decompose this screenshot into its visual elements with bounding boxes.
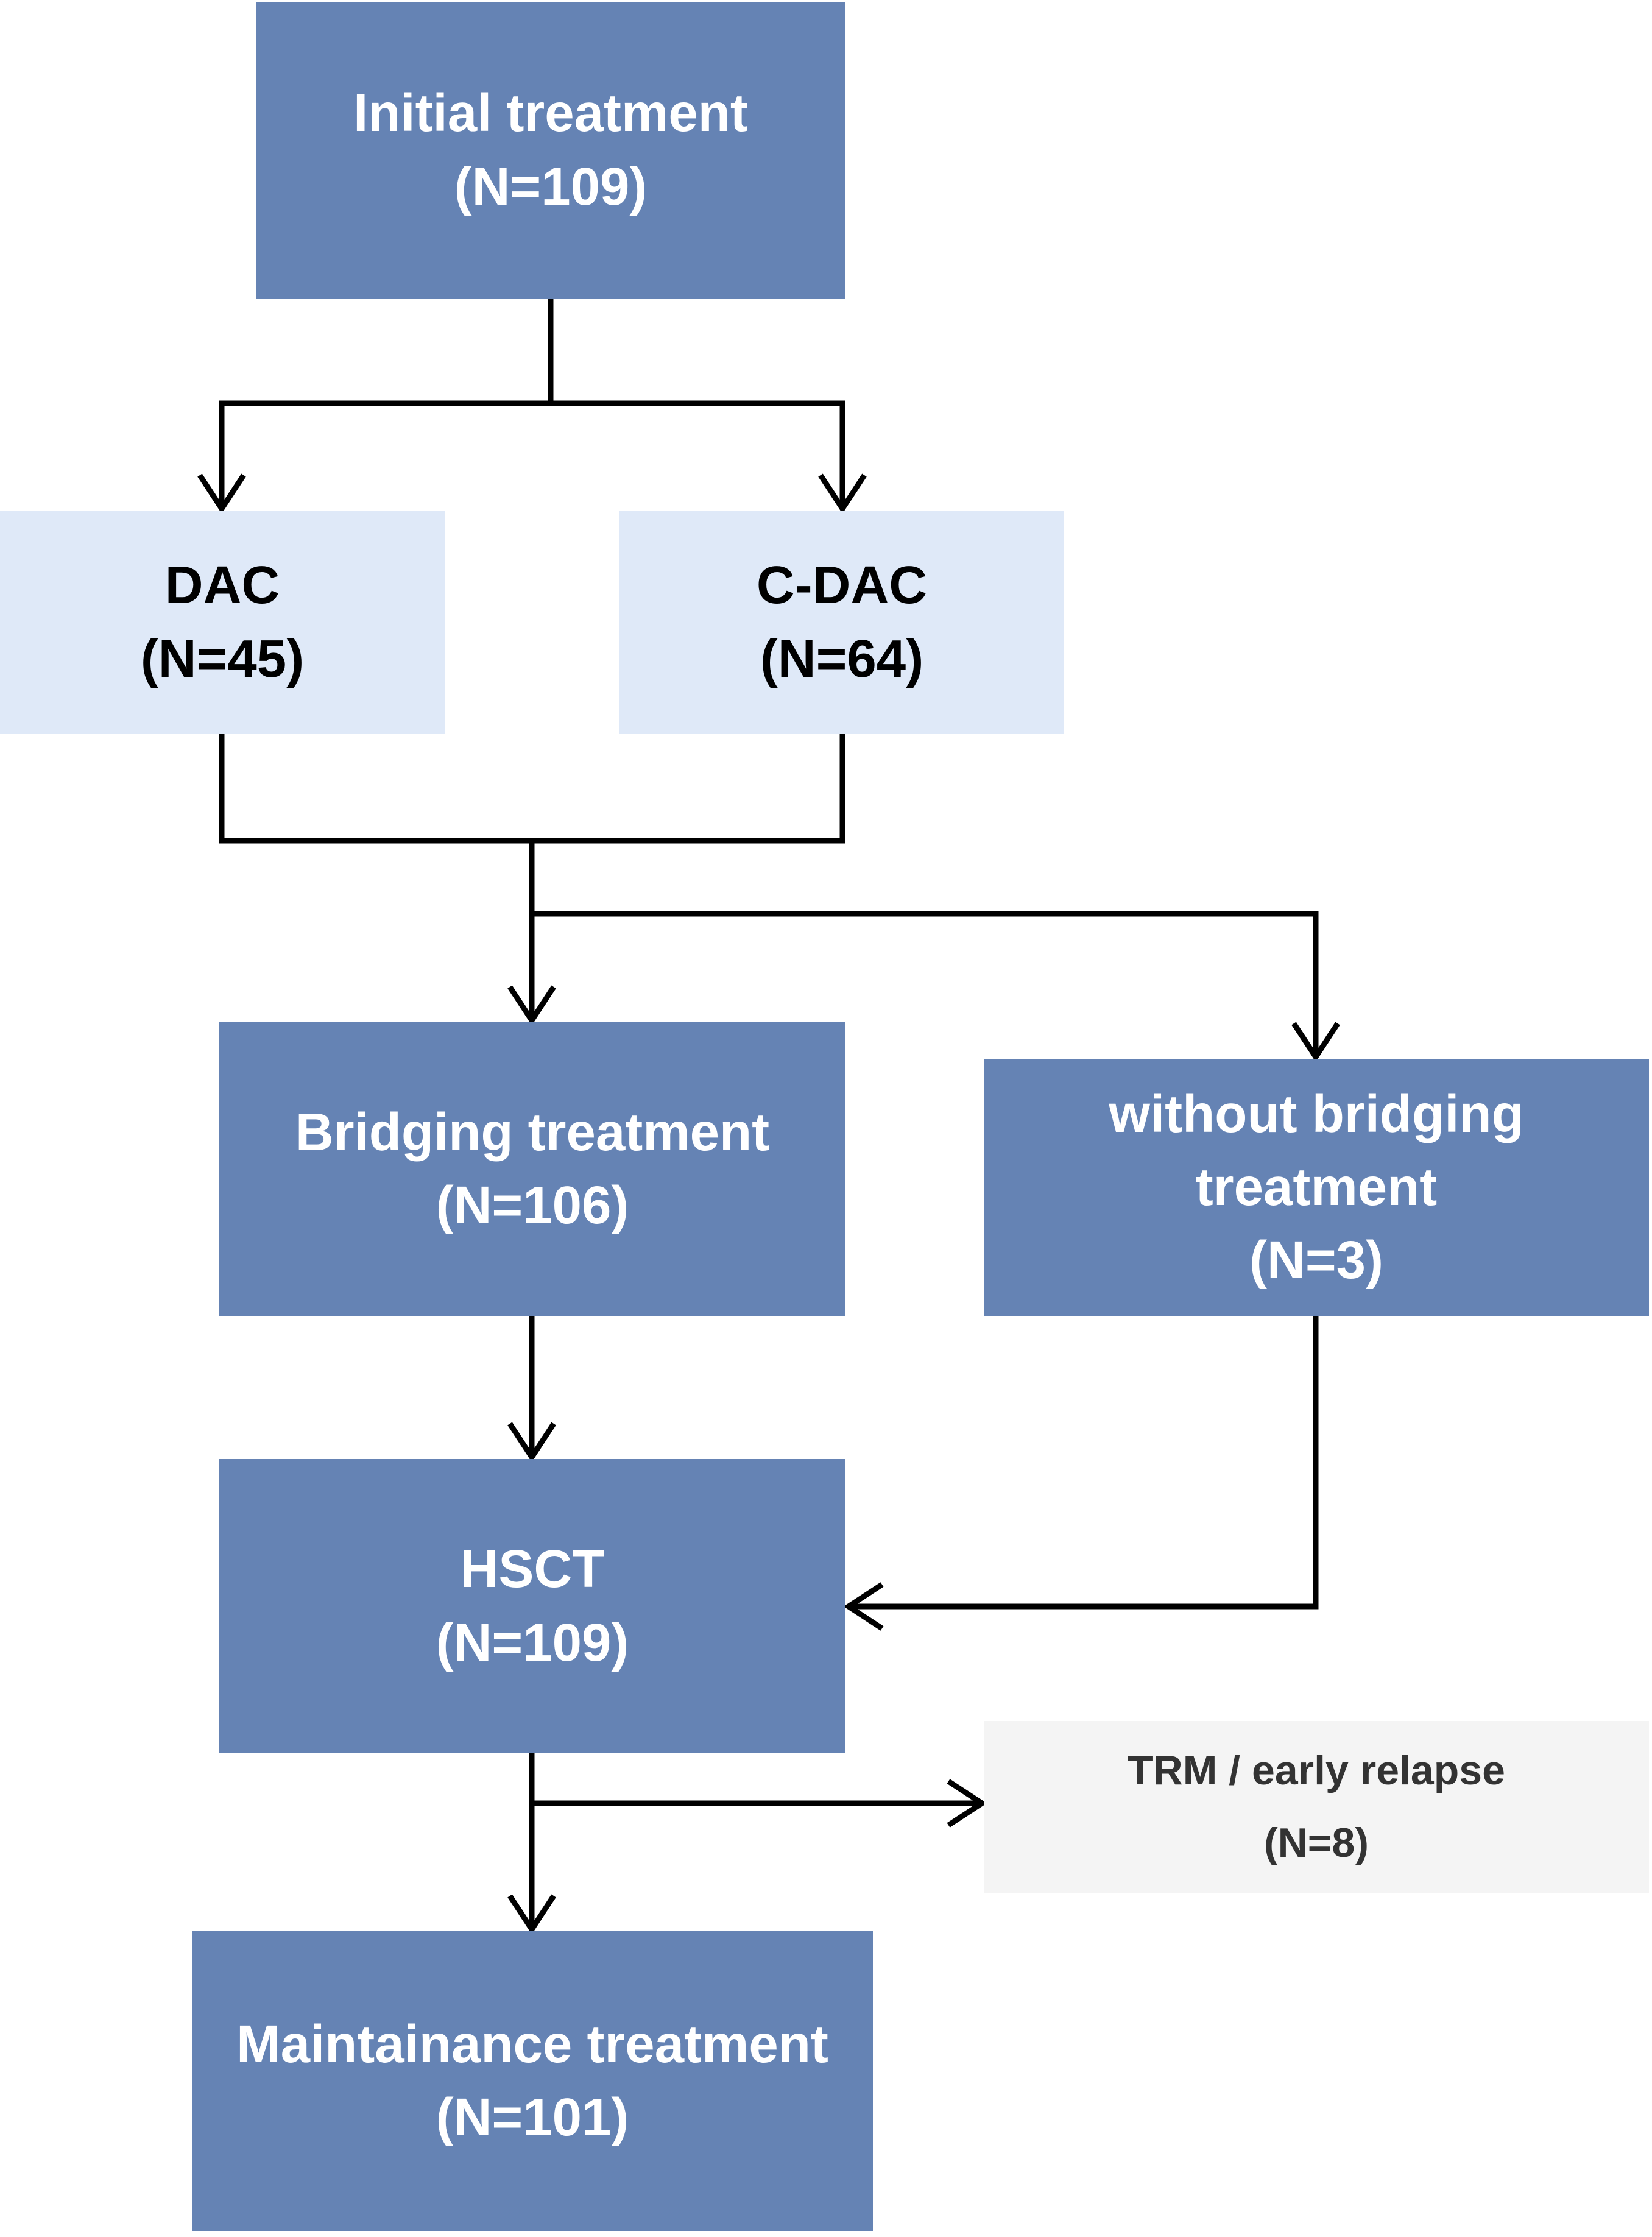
without-bridging-title-line2: treatment [1195,1157,1438,1217]
without-bridging-title-line1: without bridging [1109,1084,1524,1143]
cdac-count: (N=64) [760,629,924,688]
trm-title: TRM / early relapse [1128,1747,1505,1793]
connector-merge-without-bridging [532,911,1319,1053]
initial-treatment-title: Initial treatment [353,83,748,143]
initial-treatment-box: Initial treatment (N=109) [256,2,845,299]
dac-count: (N=45) [140,629,305,688]
trm-early-relapse-box: TRM / early relapse (N=8) [984,1721,1649,1893]
without-bridging-box: without bridging treatment (N=3) [984,1059,1649,1316]
trm-count: (N=8) [1264,1820,1369,1866]
connector-without-bridging-hsct [853,1316,1319,1610]
maintenance-treatment-box: Maintainance treatment (N=101) [192,1931,873,2231]
initial-treatment-count: (N=109) [454,157,648,216]
bridging-treatment-title: Bridging treatment [295,1102,770,1162]
hsct-count: (N=109) [436,1613,629,1672]
cdac-title: C-DAC [756,556,928,615]
arrowhead-bridging [507,985,556,1026]
maintenance-treatment-count: (N=101) [436,2088,629,2147]
arrowhead-cdac [818,473,867,514]
bridging-treatment-count: (N=106) [436,1176,629,1235]
without-bridging-count: (N=3) [1249,1231,1383,1290]
connector-initial-cdac [551,400,845,504]
arrowhead-maintenance [507,1894,556,1935]
connector-dac-cdac-merge [219,734,845,844]
hsct-title: HSCT [460,1539,605,1599]
dac-title: DAC [164,556,280,615]
arrowhead-without-bridging [1291,1022,1340,1062]
hsct-box: HSCT (N=109) [219,1459,845,1753]
arrowhead-hsct-side [843,1582,884,1631]
connector-initial-split [219,299,554,504]
arrowhead-trm [947,1779,987,1828]
arrowhead-hsct-top [507,1422,556,1463]
maintenance-treatment-title: Maintainance treatment [236,2014,828,2074]
bridging-treatment-box: Bridging treatment (N=106) [219,1022,845,1316]
dac-box: DAC (N=45) [0,511,445,734]
arrowhead-dac [197,473,246,514]
cdac-box: C-DAC (N=64) [620,511,1064,734]
